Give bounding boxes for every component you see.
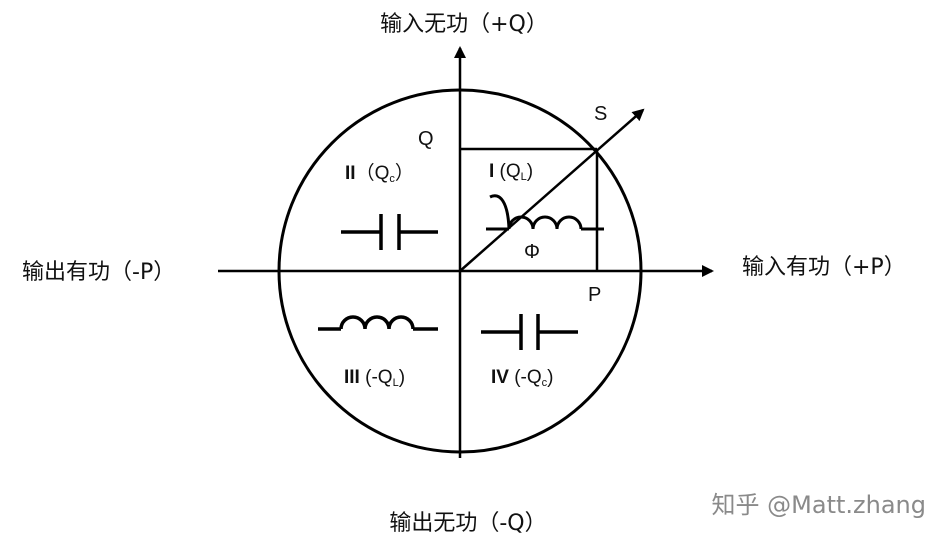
- quadrant-label-1: I (QL): [489, 161, 533, 183]
- axis-label-bottom: 输出无功（-Q）: [389, 511, 546, 536]
- label-s: S: [594, 103, 607, 125]
- inductor-symbol-q1: [486, 215, 604, 231]
- axis-label-right: 输入有功（+P）: [742, 255, 906, 280]
- quadrant-label-2: II（Qc）: [345, 162, 414, 185]
- watermark-text: 知乎 @Matt.zhang: [712, 491, 926, 519]
- apparent-power-vector-s: [459, 108, 645, 272]
- capacitor-symbol-q2: [341, 214, 438, 250]
- capacitor-symbol-q4: [481, 314, 578, 350]
- axis-label-top: 输入无功（+Q）: [380, 12, 548, 37]
- inductor-symbol-q3: [318, 315, 438, 331]
- label-p: P: [588, 284, 601, 306]
- label-phi: Φ: [524, 241, 540, 263]
- quadrant-label-4: IV (-Qc): [491, 367, 554, 389]
- quadrant-label-3: III (-QL): [344, 367, 405, 389]
- phase-angle-arc: [489, 194, 511, 230]
- label-q: Q: [418, 128, 434, 150]
- axis-label-left: 输出有功（-P）: [22, 260, 175, 285]
